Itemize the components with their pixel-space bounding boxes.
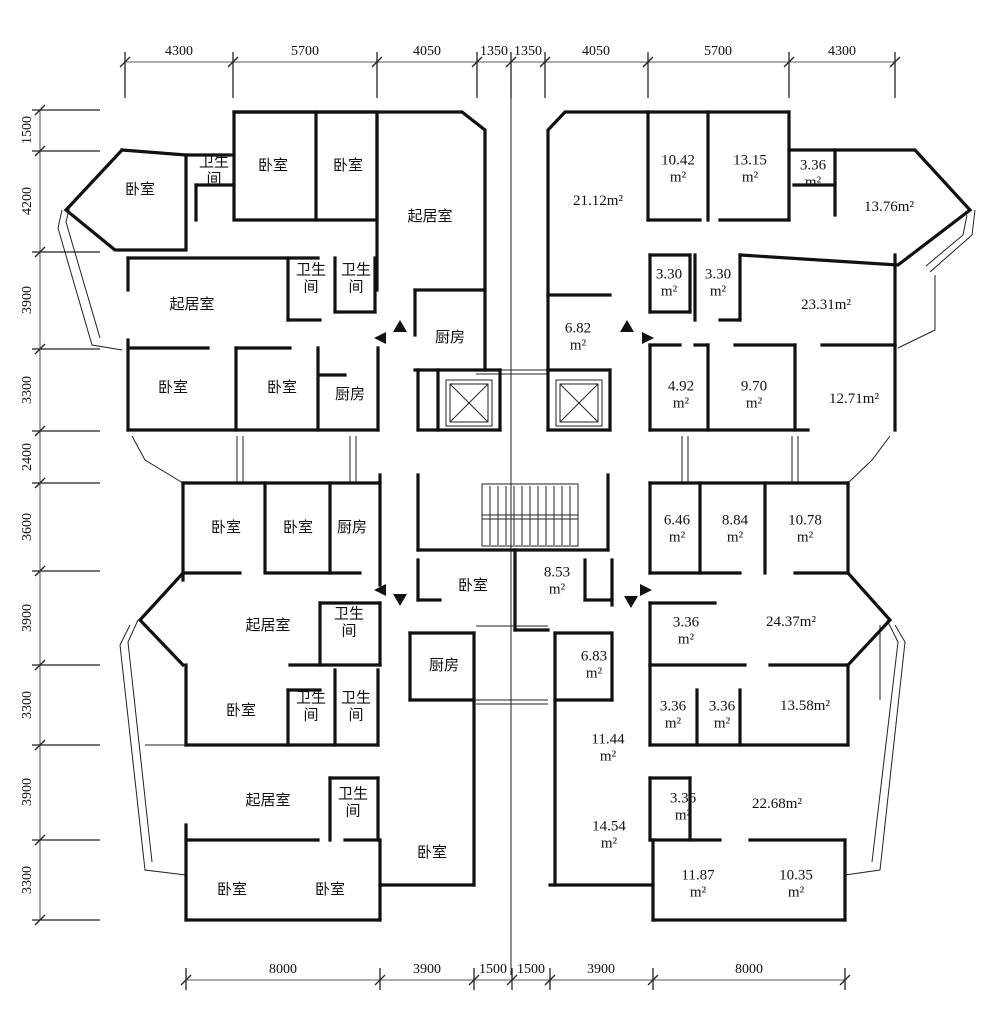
room-label-l-wc-a: 卫生间 xyxy=(199,154,229,188)
room-label-l-kitchen-c: 厨房 xyxy=(337,519,367,536)
room-label-l-bedroom-j: 卧室 xyxy=(217,881,247,898)
left-dimension-1: 1500 xyxy=(20,116,35,144)
room-label-l-bedroom-g: 卧室 xyxy=(283,519,313,536)
left-unit-walls xyxy=(63,110,517,922)
bottom-dimension-1: 8000 xyxy=(269,962,297,977)
elevator-right xyxy=(555,379,603,427)
top-dimension-7: 5700 xyxy=(704,44,732,59)
bottom-dimension-2: 3900 xyxy=(413,962,441,977)
room-labels: 卧室卫生间卧室卧室起居室起居室卫生间卫生间厨房卧室卧室厨房卧室卧室厨房卧室8.5… xyxy=(125,153,914,901)
room-label-r-area-21: 13.58m² xyxy=(780,698,830,714)
left-dimension-5: 2400 xyxy=(20,443,35,471)
room-label-l-bedroom-f: 卧室 xyxy=(211,519,241,536)
entry-arrows xyxy=(374,320,654,608)
room-label-l-kitchen-b: 厨房 xyxy=(335,386,365,403)
left-dimension-4: 3300 xyxy=(20,376,35,404)
top-dimension-4: 1350 xyxy=(480,44,508,59)
room-label-l-bedroom-b: 卧室 xyxy=(258,157,288,174)
left-dimension-9: 3900 xyxy=(20,778,35,806)
left-dimension-8: 3300 xyxy=(20,691,35,719)
room-label-l-wc-b: 卫生间 xyxy=(296,262,326,296)
dimension-labels: 4300 5700 4050 1350 1350 4050 5700 4300 8000 3900… xyxy=(20,44,856,977)
room-label-l-bedroom-d: 卧室 xyxy=(158,379,188,396)
room-label-l-bedroom-i: 卧室 xyxy=(417,844,447,861)
bottom-dimension-5: 3900 xyxy=(587,962,615,977)
top-dimension-5: 1350 xyxy=(514,44,542,59)
stair xyxy=(481,483,579,547)
top-dimension-line xyxy=(119,52,901,98)
room-label-r-area-17: 24.37m² xyxy=(766,614,816,630)
left-dimension-2: 4200 xyxy=(20,187,35,215)
balcony-outlines xyxy=(57,204,976,876)
left-dimension-6: 3600 xyxy=(20,513,35,541)
room-label-r-area-24: 22.68m² xyxy=(752,796,802,812)
room-label-l-bedroom-k: 卧室 xyxy=(315,881,345,898)
top-dimension-1: 4300 xyxy=(165,44,193,59)
bottom-dimension-3: 1500 xyxy=(479,962,507,977)
left-dimension-3: 3900 xyxy=(20,286,35,314)
top-dimension-6: 4050 xyxy=(582,44,610,59)
right-unit-walls xyxy=(513,110,973,922)
room-label-c-bedroom: 卧室 xyxy=(458,577,488,594)
left-dimension-line xyxy=(32,104,100,926)
room-label-l-bedroom-h: 卧室 xyxy=(226,702,256,719)
bottom-dimension-6: 8000 xyxy=(735,962,763,977)
left-dimension-10: 3300 xyxy=(20,866,35,894)
top-dimension-2: 5700 xyxy=(291,44,319,59)
room-label-l-living-c: 起居室 xyxy=(245,617,290,634)
room-label-r-area-5: 13.76m² xyxy=(864,199,914,215)
room-label-r-area-1: 21.12m² xyxy=(573,193,623,209)
room-label-l-living-b: 起居室 xyxy=(169,296,214,313)
bottom-dimension-line xyxy=(180,968,851,990)
room-label-l-living-d: 起居室 xyxy=(245,792,290,809)
room-label-l-bedroom-e: 卧室 xyxy=(267,379,297,396)
room-label-l-wc-c: 卫生间 xyxy=(341,262,371,296)
room-label-l-kitchen-a: 厨房 xyxy=(435,329,465,346)
top-dimension-8: 4300 xyxy=(828,44,856,59)
room-label-l-wc-g: 卫生间 xyxy=(338,786,368,820)
room-label-l-bedroom-a: 卧室 xyxy=(125,181,155,198)
top-dimension-3: 4050 xyxy=(413,44,441,59)
room-label-l-living-a: 起居室 xyxy=(407,208,452,225)
bottom-dimension-4: 1500 xyxy=(517,962,545,977)
room-label-c-kitchen: 厨房 xyxy=(429,657,459,674)
room-label-l-wc-f: 卫生间 xyxy=(341,690,371,724)
elevator-left xyxy=(445,379,493,427)
left-dimension-7: 3900 xyxy=(20,604,35,632)
room-label-l-wc-e: 卫生间 xyxy=(296,690,326,724)
room-label-l-wc-d: 卫生间 xyxy=(334,606,364,640)
room-label-l-bedroom-c: 卧室 xyxy=(333,157,363,174)
room-label-r-area-12: 12.71m² xyxy=(829,391,879,407)
room-label-r-area-8: 23.31m² xyxy=(801,297,851,313)
